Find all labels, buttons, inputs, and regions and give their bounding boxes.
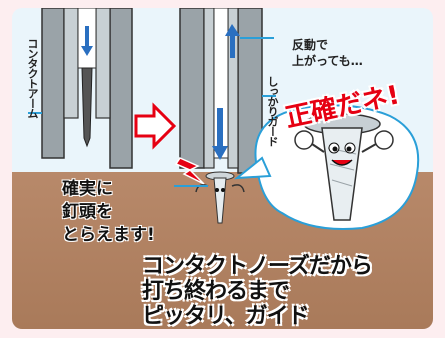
recoil-label-line1: 反動で <box>292 38 329 52</box>
capture-label-line1: 確実に <box>62 179 113 199</box>
right-arrow-icon <box>134 102 177 150</box>
small-nail-character <box>195 171 245 224</box>
capture-label-line2: 釘頭を <box>62 202 113 222</box>
headline-line2: 打ち終わるまで <box>142 279 290 304</box>
headline-line1: コンタクトノーズだから <box>142 254 373 279</box>
nailer-nose-before <box>28 8 133 169</box>
firm-guard-label: しっかりガード <box>266 76 279 146</box>
headline-line3: ピッタリ、ガイド <box>142 304 310 329</box>
illustration-graphics <box>28 8 420 230</box>
recoil-label-line2: 上がっても… <box>292 54 363 68</box>
capture-label-line3: とらえます! <box>62 225 155 245</box>
contact-arm-label: コンタクトアーム <box>26 38 39 118</box>
nail-character-bubble <box>233 104 420 230</box>
illustration-panel: コンタクトアーム 反動で 上がっても… しっかりガード 正確だネ! 確実に 釘頭… <box>12 8 433 329</box>
lightning-icon <box>174 157 205 185</box>
